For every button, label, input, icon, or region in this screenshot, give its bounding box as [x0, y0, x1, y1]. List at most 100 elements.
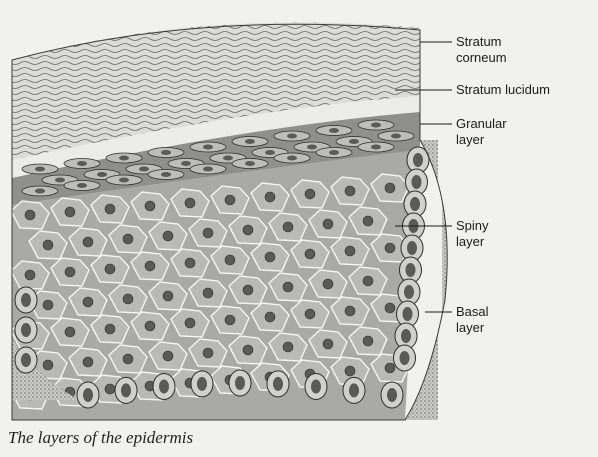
figure-caption: The layers of the epidermis: [8, 428, 193, 448]
granular-nucleus: [139, 167, 149, 172]
basal-nucleus: [407, 241, 417, 255]
basal-nucleus: [412, 175, 422, 189]
granular-nucleus: [77, 161, 87, 166]
spiny-nucleus: [65, 207, 75, 217]
spiny-nucleus: [283, 282, 293, 292]
granular-nucleus: [35, 167, 45, 172]
basal-nucleus: [349, 383, 359, 397]
spiny-nucleus: [265, 312, 275, 322]
spiny-nucleus: [385, 303, 395, 313]
spiny-nucleus: [123, 294, 133, 304]
granular-nucleus: [265, 150, 275, 155]
spiny-nucleus: [283, 342, 293, 352]
basal-nucleus: [387, 388, 397, 402]
spiny-nucleus: [43, 240, 53, 250]
spiny-nucleus: [323, 219, 333, 229]
spiny-nucleus: [323, 339, 333, 349]
granular-nucleus: [245, 139, 255, 144]
spiny-nucleus: [43, 360, 53, 370]
spiny-nucleus: [123, 354, 133, 364]
granular-nucleus: [161, 150, 171, 155]
spiny-nucleus: [185, 198, 195, 208]
granular-nucleus: [307, 145, 317, 150]
granular-nucleus: [203, 145, 213, 150]
spiny-nucleus: [385, 183, 395, 193]
granular-nucleus: [181, 161, 191, 166]
basal-nucleus: [400, 351, 410, 365]
granular-nucleus: [349, 139, 359, 144]
granular-nucleus: [97, 172, 107, 177]
spiny-nucleus: [25, 270, 35, 280]
spiny-nucleus: [145, 321, 155, 331]
label-stratum-corneum: Stratum corneum: [456, 34, 507, 66]
spiny-nucleus: [83, 357, 93, 367]
spiny-nucleus: [305, 249, 315, 259]
spiny-nucleus: [25, 210, 35, 220]
basal-nucleus: [410, 197, 420, 211]
granular-nucleus: [245, 161, 255, 166]
basal-nucleus: [401, 329, 411, 343]
basal-nucleus: [235, 376, 245, 390]
spiny-nucleus: [145, 261, 155, 271]
basal-nucleus: [197, 377, 207, 391]
spiny-nucleus: [363, 216, 373, 226]
spiny-nucleus: [145, 201, 155, 211]
granular-nucleus: [371, 145, 381, 150]
granular-nucleus: [119, 156, 129, 161]
spiny-nucleus: [185, 258, 195, 268]
spiny-nucleus: [105, 384, 115, 394]
spiny-nucleus: [345, 306, 355, 316]
granular-nucleus: [203, 167, 213, 172]
label-basal-layer: Basal layer: [456, 304, 489, 336]
spiny-nucleus: [305, 309, 315, 319]
granular-nucleus: [329, 150, 339, 155]
spiny-nucleus: [123, 234, 133, 244]
granular-nucleus: [223, 156, 233, 161]
spiny-nucleus: [225, 315, 235, 325]
spiny-nucleus: [83, 237, 93, 247]
spiny-nucleus: [345, 246, 355, 256]
granular-nucleus: [55, 178, 65, 183]
spiny-nucleus: [363, 336, 373, 346]
basal-nucleus: [403, 307, 413, 321]
spiny-nucleus: [305, 189, 315, 199]
spiny-nucleus: [243, 285, 253, 295]
granular-nucleus: [287, 134, 297, 139]
granular-nucleus: [371, 123, 381, 128]
basal-nucleus: [21, 323, 31, 337]
basal-nucleus: [413, 153, 423, 167]
spiny-nucleus: [243, 345, 253, 355]
spiny-nucleus: [225, 195, 235, 205]
spiny-nucleus: [363, 276, 373, 286]
spiny-nucleus: [265, 192, 275, 202]
spiny-nucleus: [203, 348, 213, 358]
spiny-nucleus: [385, 243, 395, 253]
basal-nucleus: [404, 285, 414, 299]
basal-nucleus: [311, 380, 321, 394]
granular-nucleus: [329, 128, 339, 133]
basal-nucleus: [406, 263, 416, 277]
granular-nucleus: [161, 172, 171, 177]
granular-nucleus: [287, 156, 297, 161]
label-stratum-lucidum: Stratum lucidum: [456, 82, 550, 98]
label-spiny-layer: Spiny layer: [456, 218, 489, 250]
spiny-nucleus: [185, 318, 195, 328]
spiny-nucleus: [385, 363, 395, 373]
spiny-nucleus: [265, 252, 275, 262]
spiny-nucleus: [105, 204, 115, 214]
basal-nucleus: [21, 353, 31, 367]
spiny-nucleus: [163, 351, 173, 361]
spiny-nucleus: [105, 324, 115, 334]
basal-nucleus: [83, 388, 93, 402]
granular-nucleus: [77, 183, 87, 188]
spiny-nucleus: [163, 231, 173, 241]
spiny-nucleus: [345, 186, 355, 196]
granular-nucleus: [35, 189, 45, 194]
spiny-nucleus: [65, 327, 75, 337]
spiny-nucleus: [345, 366, 355, 376]
spiny-nucleus: [243, 225, 253, 235]
spiny-nucleus: [43, 300, 53, 310]
spiny-nucleus: [203, 228, 213, 238]
spiny-nucleus: [83, 297, 93, 307]
